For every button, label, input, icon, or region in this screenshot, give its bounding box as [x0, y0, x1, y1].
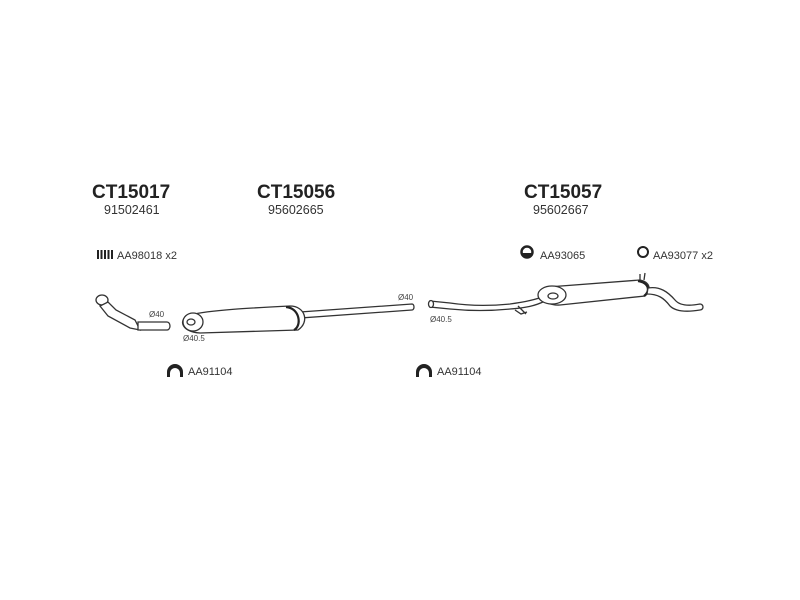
assembly-ct15017[interactable]: CT15017 91502461	[92, 182, 170, 217]
part-label: AA91104	[437, 366, 481, 378]
part-clamp-2[interactable]: AA91104	[416, 364, 481, 378]
diameter-label: Ø40	[398, 293, 414, 302]
clamp-icon	[416, 364, 432, 377]
part-label: AA93077 x2	[653, 250, 713, 262]
diameter-label: Ø40	[149, 310, 165, 319]
oem-number: 91502461	[104, 203, 160, 217]
assembly-code: CT15017	[92, 182, 170, 203]
assembly-code: CT15056	[257, 182, 335, 203]
oem-number: 95602665	[268, 203, 324, 217]
front-pipe[interactable]: Ø40	[95, 294, 171, 331]
diameter-label: Ø40.5	[183, 334, 205, 343]
assembly-code: CT15057	[524, 182, 602, 203]
part-spring-bolts[interactable]: AA98018 x2	[97, 250, 177, 262]
clamp-icon	[167, 364, 183, 377]
part-clamp-1[interactable]: AA91104	[167, 364, 232, 378]
spring-icon	[97, 250, 113, 259]
middle-silencer[interactable]: Ø40.5 Ø40	[181, 293, 415, 343]
part-rubber-mount[interactable]: AA93065	[520, 245, 586, 263]
part-label: AA93065	[540, 250, 585, 262]
rear-silencer[interactable]: Ø40.5	[427, 272, 704, 324]
part-label: AA98018 x2	[117, 250, 177, 262]
ring-icon	[637, 246, 649, 258]
assembly-ct15057[interactable]: CT15057 95602667	[524, 182, 602, 217]
oem-number: 95602667	[533, 203, 589, 217]
diameter-label: Ø40.5	[430, 315, 452, 324]
assembly-ct15056[interactable]: CT15056 95602665	[257, 182, 335, 217]
rubber-ring-icon	[520, 245, 534, 259]
part-ring-mount[interactable]: AA93077 x2	[637, 246, 713, 262]
part-label: AA91104	[188, 366, 232, 378]
